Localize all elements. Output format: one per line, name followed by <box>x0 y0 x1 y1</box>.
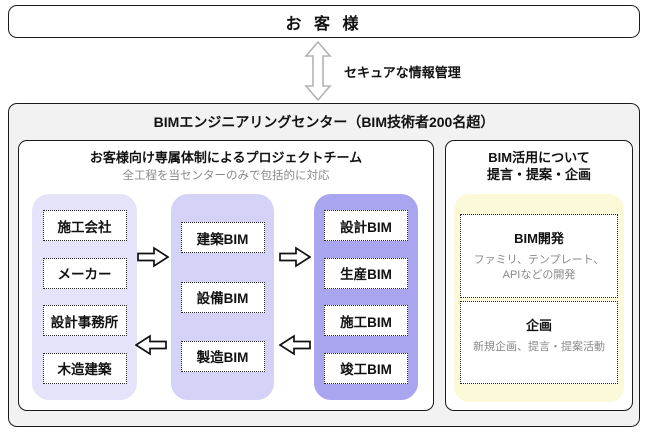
customer-label: お 客 様 <box>285 15 363 33</box>
bim-development-title: BIM開発 <box>514 231 564 246</box>
left-arrow-icon <box>135 334 167 356</box>
partner-box: 木造建築 <box>42 352 127 384</box>
proposal-panel: BIM活用について 提言・提案・企画 BIM開発 ファミリ、テンプレート、API… <box>445 140 633 411</box>
bim-center-box: BIMエンジニアリングセンター（BIM技術者200名超） お客様向け専属体制によ… <box>8 103 640 427</box>
phase-box: 竣工BIM <box>324 352 408 384</box>
process-column: 建築BIM 設備BIM 製造BIM <box>171 194 274 400</box>
planning-title: 企画 <box>525 317 552 333</box>
phase-box: 施工BIM <box>324 305 408 337</box>
right-arrow-icon <box>279 246 311 268</box>
proposal-title: BIM活用について 提言・提案・企画 <box>446 149 632 183</box>
process-box: 建築BIM <box>180 222 265 254</box>
right-arrow-icon <box>137 246 169 268</box>
partner-box: 施工会社 <box>42 210 127 242</box>
phase-column: 設計BIM 生産BIM 施工BIM 竣工BIM <box>314 194 418 400</box>
proposal-yellow-area: BIM開発 ファミリ、テンプレート、APIなどの開発 企画 新規企画、提言・提案… <box>454 194 624 402</box>
process-box: 設備BIM <box>180 281 265 313</box>
left-arrow-icon <box>279 334 311 356</box>
project-team-title: お客様向け専属体制によるプロジェクトチーム <box>89 150 363 165</box>
bim-development-section: BIM開発 ファミリ、テンプレート、APIなどの開発 <box>460 214 618 298</box>
process-box: 製造BIM <box>180 340 265 372</box>
phase-box: 設計BIM <box>324 210 408 242</box>
project-team-subtitle: 全工程を当センターのみで包括的に対応 <box>122 170 330 182</box>
planning-section: 企画 新規企画、提言・提案活動 <box>460 300 618 384</box>
bim-development-desc: ファミリ、テンプレート、APIなどの開発 <box>473 254 605 281</box>
planning-desc: 新規企画、提言・提案活動 <box>473 340 605 353</box>
phase-box: 生産BIM <box>324 257 408 289</box>
partner-box: 設計事務所 <box>42 305 127 337</box>
proposal-title-line2: 提言・提案・企画 <box>486 167 591 182</box>
partner-box: メーカー <box>42 257 127 289</box>
proposal-title-line1: BIM活用について <box>488 150 590 165</box>
project-team-panel: お客様向け専属体制によるプロジェクトチーム 全工程を当センターのみで包括的に対応… <box>18 140 434 411</box>
partners-column: 施工会社 メーカー 設計事務所 木造建築 <box>32 194 137 400</box>
bim-center-title: BIMエンジニアリングセンター（BIM技術者200名超） <box>153 114 495 130</box>
customer-box: お 客 様 <box>8 5 640 38</box>
up-down-arrow-icon <box>304 41 332 101</box>
secure-link-label: セキュアな情報管理 <box>344 65 461 80</box>
